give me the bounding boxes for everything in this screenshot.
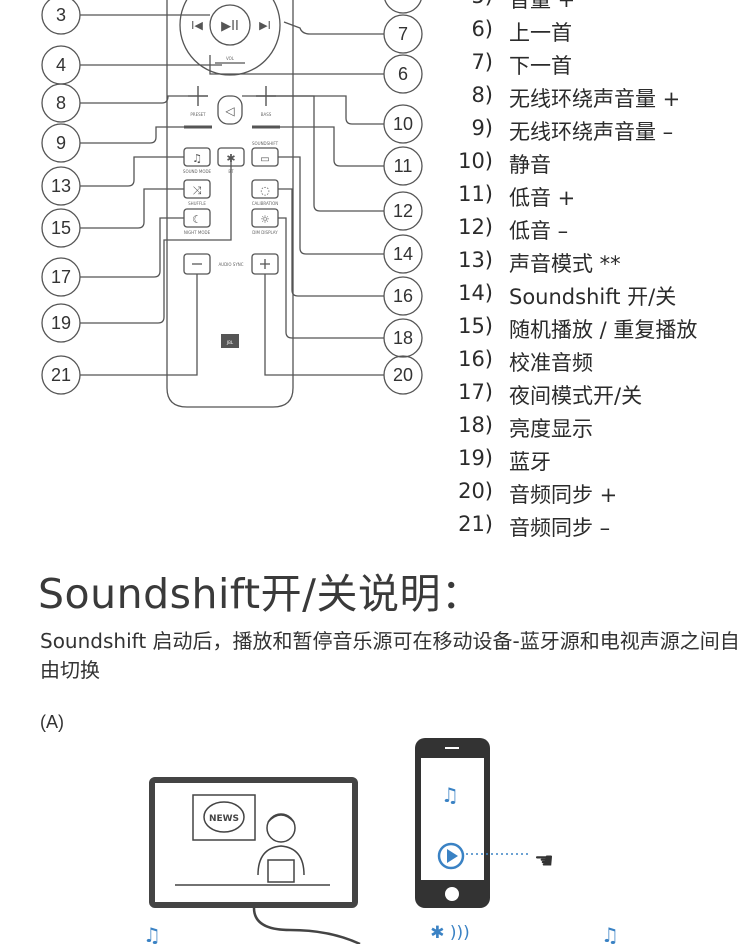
legend-item: 10)静音	[458, 149, 551, 177]
legend-item: 16)校准音频	[458, 347, 593, 375]
play-pause-button	[209, 4, 251, 46]
callout-18: 18	[393, 328, 413, 348]
calibration-icon: ◌	[260, 184, 270, 197]
callout-10: 10	[393, 114, 413, 134]
callout-20: 20	[393, 365, 413, 385]
calibration-label: CALIBRATION	[252, 201, 279, 206]
legend-item: 14)Soundshift 开/关	[458, 281, 677, 309]
legend-item: 15)随机播放 / 重复播放	[458, 314, 698, 342]
legend-item: 18)亮度显示	[458, 413, 593, 441]
legend-item: 7)下一首	[471, 50, 572, 78]
legend-item: 6)上一首	[471, 17, 572, 45]
remote-diagram: ▶II I◀ ▶I ◁ ♫ ✱ ▭ ⤨ ◌ ☾ ☼ PRESET BASS SO…	[41, 0, 423, 408]
preset-plus-icon	[188, 86, 208, 106]
globe-label: NEWS	[209, 814, 239, 824]
vol-label: VOL	[226, 56, 235, 61]
callout-8: 8	[56, 93, 66, 113]
legend-item: 11)低音 +	[458, 182, 576, 210]
tv-music-icon: ♫	[143, 923, 161, 944]
nav-ring	[179, 0, 281, 76]
bluetooth-icon: ✱	[226, 152, 235, 165]
tv-frame	[149, 777, 358, 908]
callout-16: 16	[393, 286, 413, 306]
callout-12: 12	[393, 201, 413, 221]
phone-screen	[421, 758, 484, 880]
legend-item: 13)声音模式 **	[458, 248, 621, 276]
right-music-icon: ♫	[601, 923, 619, 944]
legend-item: 5)音量 +	[471, 0, 576, 12]
bass-label: BASS	[261, 112, 272, 117]
logo-text: JBL	[226, 340, 234, 345]
legend-item: 12)低音 –	[458, 215, 569, 243]
section-heading: Soundshift开/关说明：	[38, 570, 483, 618]
anchor-head	[266, 813, 296, 843]
tv-cable	[252, 907, 361, 944]
callout-3: 3	[56, 5, 66, 25]
legend-item: 20)音频同步 +	[458, 479, 618, 507]
callout-6: 6	[398, 64, 408, 84]
phone-play-icon	[437, 842, 465, 870]
preset-label: PRESET	[190, 112, 206, 117]
phone-music-icon: ♫	[441, 783, 459, 807]
dim-display-label: DIM DISPLAY	[252, 230, 278, 235]
callout-19: 19	[51, 313, 71, 333]
news-globe-box	[192, 794, 256, 841]
shuffle-icon: ⤨	[193, 184, 202, 197]
callout-21: 21	[51, 365, 71, 385]
bluetooth-signal-icon: ✱ )))	[430, 923, 470, 943]
play-pause-icon: ▶II	[221, 19, 239, 34]
remote-body	[166, 0, 294, 408]
callout-7: 7	[398, 24, 408, 44]
soundshift-illustration: NEWS ♫ ☚ ♫ ✱ ))) ♫	[143, 738, 619, 944]
music-note-icon: ♫	[192, 152, 202, 165]
legend-item: 19)蓝牙	[458, 446, 551, 474]
bt-label: BT	[228, 169, 234, 174]
callout-5: 5	[398, 0, 408, 4]
legend-item: 9)无线环绕声音量 –	[471, 116, 674, 144]
callout-13: 13	[51, 176, 71, 196]
callout-15: 15	[51, 218, 71, 238]
shuffle-label: SHUFFLE	[188, 201, 206, 206]
section-description: Soundshift 启动后，播放和暂停音乐源可在移动设备-蓝牙源和电视声源之间…	[40, 629, 740, 682]
logo-box	[221, 334, 239, 348]
previous-icon: I◀	[191, 19, 203, 32]
legend-item: 21)音频同步 –	[458, 512, 611, 540]
legend-item: 17)夜间模式开/关	[458, 380, 643, 408]
sun-icon: ☼	[260, 213, 270, 226]
moon-icon: ☾	[192, 213, 202, 226]
audio-sync-label: AUDIO SYNC	[218, 262, 243, 267]
callout-14: 14	[393, 244, 413, 264]
hand-pointer-icon: ☚	[534, 849, 554, 874]
sound-mode-label: SOUND MODE	[183, 169, 212, 174]
callout-9: 9	[56, 133, 66, 153]
figure-tag: (A)	[40, 712, 64, 732]
next-icon: ▶I	[259, 19, 271, 32]
mute-icon: ◁	[224, 104, 234, 118]
soundshift-label: SOUNDSHIFT	[252, 141, 279, 146]
legend-item: 8)无线环绕声音量 +	[471, 83, 681, 111]
callout-17: 17	[51, 267, 71, 287]
mute-button	[217, 95, 243, 125]
callout-4: 4	[56, 55, 66, 75]
night-mode-label: NIGHT MODE	[184, 230, 211, 235]
tv-icon: ▭	[260, 154, 269, 165]
callout-11: 11	[394, 156, 413, 176]
